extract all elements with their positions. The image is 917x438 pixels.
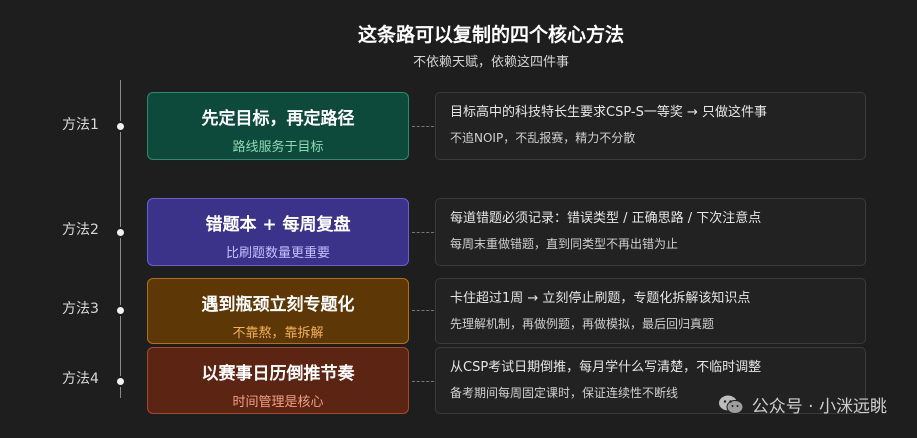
card-subtitle: 不靠熬，靠拆解 (232, 326, 324, 341)
description-line-2: 每周末重做错题，直到同类型不再出错为止 (450, 237, 679, 251)
method-card: 错题本 + 每周复盘 比刷题数量更重要 (147, 198, 409, 266)
diagram-title: 这条路可以复制的四个核心方法 (357, 24, 624, 46)
card-title: 错题本 + 每周复盘 (205, 215, 351, 235)
description-line-1: 目标高中的科技特长生要求CSP-S一等奖 → 只做这件事 (450, 105, 767, 120)
method-description: 每道错题必须记录：错误类型 / 正确思路 / 下次注意点 每周末重做错题，直到同… (435, 198, 866, 266)
wechat-icon (718, 394, 744, 416)
description-line-2: 先理解机制，再做例题，再做模拟，最后回归真题 (450, 317, 715, 331)
method-label: 方法1 (62, 117, 99, 133)
timeline-dot (115, 305, 126, 316)
connector-dash (412, 232, 434, 233)
timeline-line (120, 80, 121, 398)
card-title: 先定目标，再定路径 (201, 109, 355, 129)
description-line-1: 每道错题必须记录：错误类型 / 正确思路 / 下次注意点 (450, 211, 762, 226)
method-label: 方法3 (62, 301, 99, 317)
description-line-2: 备考期间每周固定课时，保证连续性不断线 (450, 386, 679, 400)
watermark: 公众号 · 小洣远眺 (718, 392, 887, 417)
card-title: 以赛事日历倒推节奏 (201, 364, 355, 384)
description-line-1: 从CSP考试日期倒推，每月学什么写清楚，不临时调整 (450, 360, 762, 375)
connector-dash (412, 381, 434, 382)
timeline-dot (115, 376, 126, 387)
timeline-dot (115, 121, 126, 132)
description-line-1: 卡住超过1周 → 立刻停止刷题，专题化拆解该知识点 (450, 291, 751, 306)
connector-dash (412, 126, 434, 127)
card-subtitle: 时间管理是核心 (232, 395, 324, 410)
method-description: 目标高中的科技特长生要求CSP-S一等奖 → 只做这件事 不追NOIP，不乱报赛… (435, 92, 866, 160)
card-subtitle: 路线服务于目标 (232, 140, 324, 155)
connector-dash (412, 310, 434, 311)
diagram-subtitle: 不依赖天赋，依赖这四件事 (412, 55, 569, 70)
method-description: 卡住超过1周 → 立刻停止刷题，专题化拆解该知识点 先理解机制，再做例题，再做模… (435, 278, 866, 344)
method-card: 以赛事日历倒推节奏 时间管理是核心 (147, 347, 409, 414)
method-description: 从CSP考试日期倒推，每月学什么写清楚，不临时调整 备考期间每周固定课时，保证连… (435, 347, 866, 414)
card-title: 遇到瓶颈立刻专题化 (201, 295, 355, 315)
description-line-2: 不追NOIP，不乱报赛，精力不分散 (450, 131, 636, 145)
method-label: 方法2 (62, 222, 99, 238)
timeline-dot (115, 227, 126, 238)
method-card: 先定目标，再定路径 路线服务于目标 (147, 92, 409, 160)
card-subtitle: 比刷题数量更重要 (225, 246, 330, 261)
watermark-text: 公众号 · 小洣远眺 (751, 397, 887, 417)
method-card: 遇到瓶颈立刻专题化 不靠熬，靠拆解 (147, 278, 409, 344)
method-label: 方法4 (62, 371, 99, 387)
